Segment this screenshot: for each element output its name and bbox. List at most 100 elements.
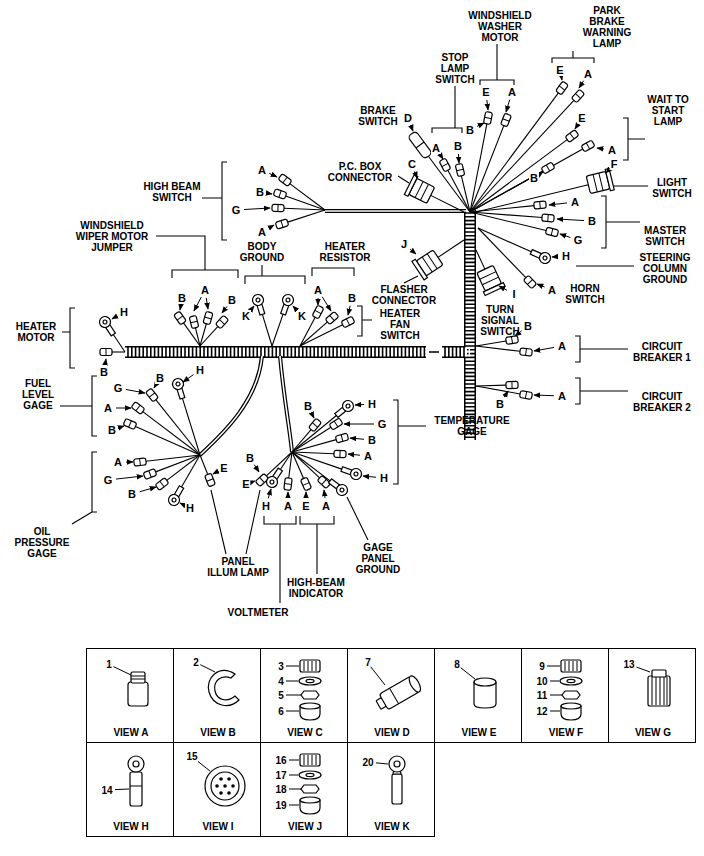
callout-letter: A [507, 86, 517, 98]
leader-arrow [575, 125, 578, 129]
view-cell: 2VIEW B [173, 648, 261, 743]
part-illustration [560, 660, 582, 720]
leader-line [371, 667, 385, 685]
callout-number: 12 [536, 706, 547, 718]
loom-stripe [442, 348, 470, 357]
view-cell: 15VIEW I [173, 742, 261, 837]
leader-arrow [288, 492, 289, 498]
leader-arrow [487, 100, 488, 110]
wire [478, 228, 531, 252]
connector-band [415, 182, 428, 201]
leader-arrow [324, 490, 325, 498]
connector [556, 81, 569, 95]
callout-number: 1 [106, 659, 112, 671]
view-cell: 14VIEW H [86, 742, 174, 837]
connector-band [207, 479, 213, 482]
wire [288, 210, 325, 222]
connector-body [312, 305, 324, 319]
wire-bundle-core [200, 211, 466, 455]
connector-band [551, 229, 553, 236]
view-cell: 20VIEW K [347, 742, 435, 837]
connector-band [191, 321, 198, 323]
callout-letter: A [113, 456, 123, 468]
part-illustration [128, 672, 148, 706]
part-illustration [205, 766, 245, 806]
leader-arrow [606, 170, 609, 173]
component-label: MASTER SWITCH [638, 225, 693, 247]
connector-band [136, 405, 140, 411]
callout-letter: H [367, 398, 377, 410]
clip-shape [208, 671, 239, 706]
terminal-barrel [392, 774, 402, 804]
connector-body [273, 189, 287, 200]
connector-body [534, 201, 547, 209]
connector-flange [483, 283, 505, 296]
leader-arrow [126, 462, 133, 463]
leader-arrow [557, 219, 584, 221]
bundle-core [325, 210, 466, 212]
terminal-hole [175, 381, 180, 386]
component-label: HIGH BEAM SWITCH [132, 181, 212, 203]
callout-letter: A [313, 284, 323, 296]
leader-line [113, 667, 131, 675]
connector-band [160, 481, 164, 487]
connector-body [541, 162, 555, 174]
ring-terminal [97, 314, 118, 337]
connector [542, 214, 555, 222]
wire [182, 398, 200, 455]
connector-band [547, 215, 549, 222]
leader-arrow [504, 391, 508, 397]
loom-stripes [125, 210, 470, 440]
connector-body [325, 311, 339, 324]
leader-arrow [251, 306, 254, 310]
connector-band [485, 117, 492, 118]
part-illustration [128, 756, 144, 806]
connector-body [520, 348, 533, 356]
bundle [325, 209, 466, 213]
leader-arrow [306, 492, 307, 498]
leader-arrow [363, 476, 376, 477]
connector-band [219, 320, 224, 325]
leader-arrow [126, 389, 145, 393]
leader-line [289, 789, 301, 790]
callout-letter: I [511, 288, 516, 300]
leader-line [398, 176, 409, 183]
callout-letter: H [185, 502, 195, 514]
connector [273, 189, 287, 200]
callout-number: 15 [186, 751, 197, 763]
part-illustration [648, 670, 670, 706]
callout-letter: B [523, 320, 533, 332]
leader-line [211, 490, 260, 554]
wire [428, 156, 470, 212]
connector-band [312, 423, 317, 428]
bracket [72, 452, 97, 524]
connector-body [146, 388, 159, 402]
terminal-hole [542, 255, 547, 260]
cap-top [474, 678, 496, 686]
bracket [393, 400, 426, 484]
connector-body [189, 315, 199, 328]
connector [312, 305, 324, 319]
wire-bundle [200, 211, 466, 455]
callout-number: 14 [101, 785, 112, 797]
leader-arrow [560, 234, 570, 237]
connector-band [539, 202, 541, 209]
connector-band [511, 337, 512, 344]
connector-pin [223, 784, 227, 788]
leader-line [200, 665, 215, 672]
connector-band [457, 169, 464, 171]
callout-letter: B [495, 398, 505, 410]
ring-terminal [327, 477, 350, 498]
part-illustration [474, 678, 496, 708]
callout-number: 3 [278, 661, 284, 673]
connector-band [442, 163, 448, 166]
leader-line [576, 265, 634, 266]
wire [182, 455, 200, 487]
bracket [601, 196, 640, 248]
bracket [480, 44, 514, 85]
callout-letter: H [379, 472, 389, 484]
bracket [156, 236, 238, 278]
callout-letter: B [227, 294, 237, 306]
cross-trunk [125, 346, 426, 358]
connector-body [581, 140, 595, 152]
